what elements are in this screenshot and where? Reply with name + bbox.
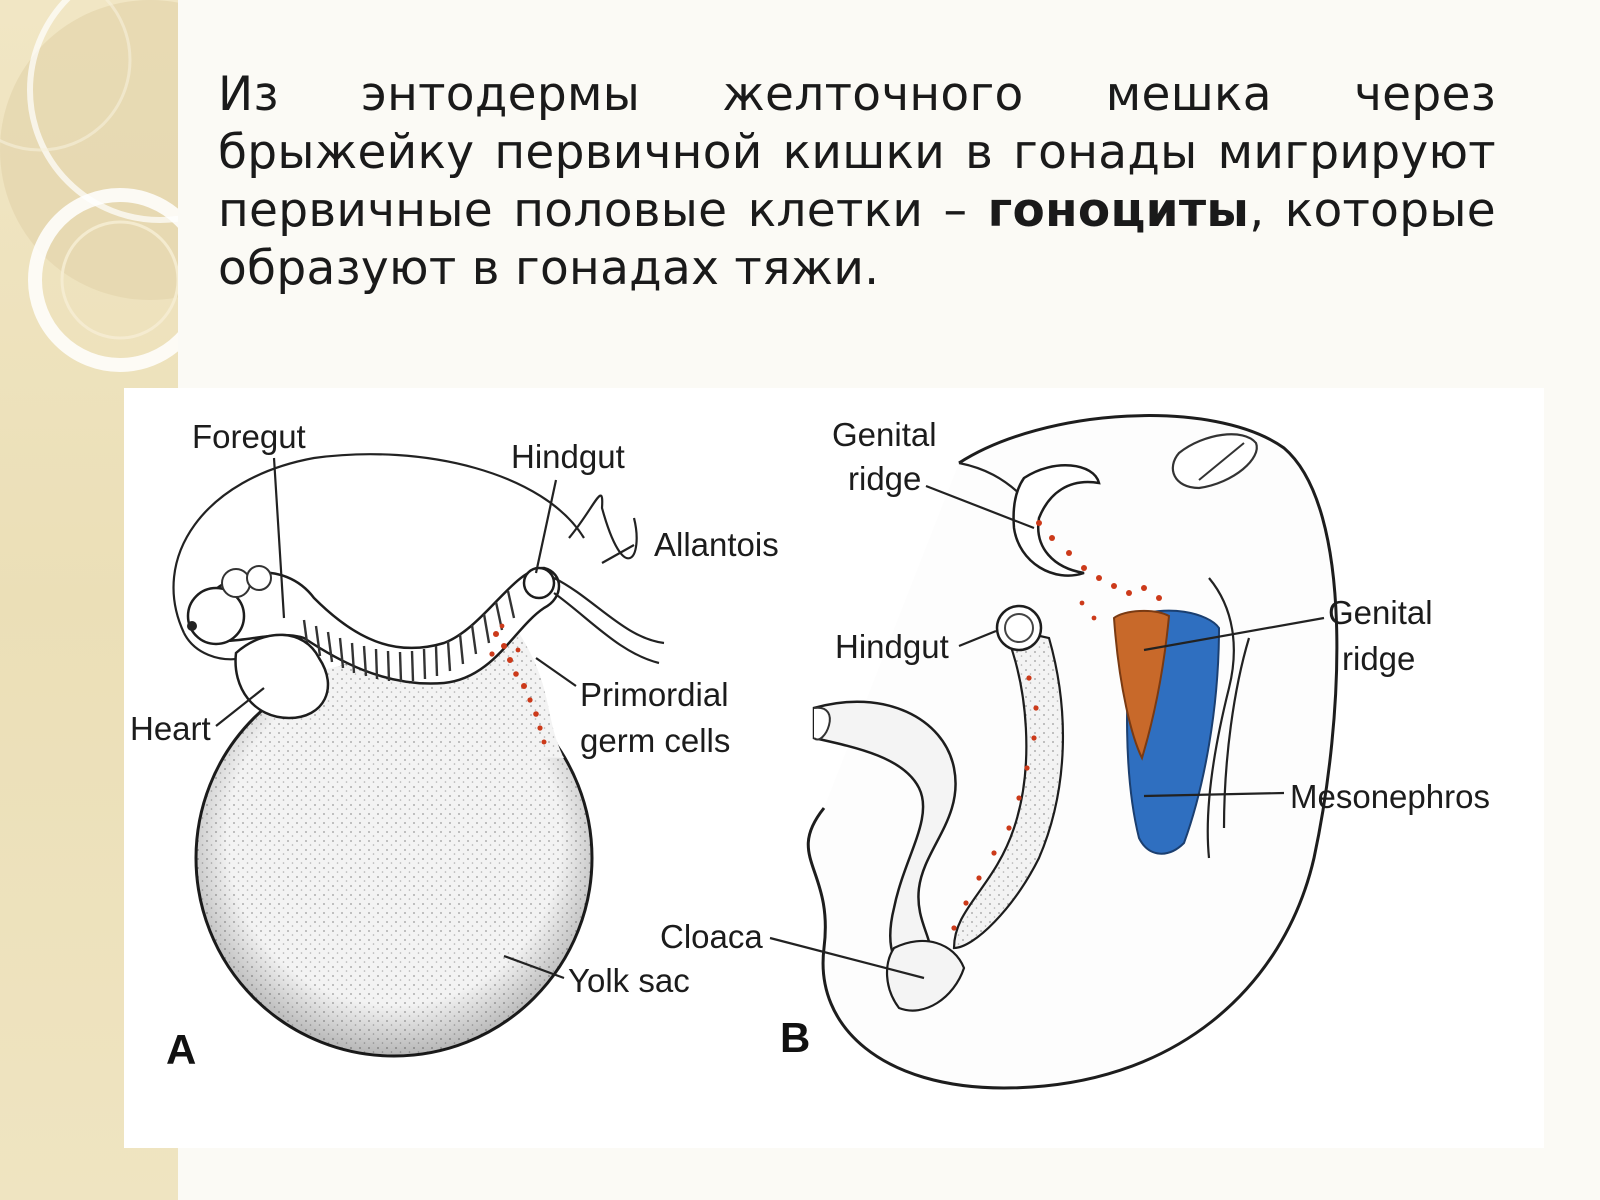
hindgut-ring xyxy=(522,566,556,600)
label-primordial-2: germ cells xyxy=(580,722,730,759)
somites xyxy=(302,590,516,683)
hindgut-ring-b xyxy=(995,604,1043,652)
label-hindgut-a: Hindgut xyxy=(511,438,625,475)
label-yolk-sac: Yolk sac xyxy=(568,962,690,999)
amnion-outline xyxy=(172,453,585,634)
embryo-diagram: Foregut Hindgut Allantois Primordial ger… xyxy=(130,414,1490,1090)
germ-cells-b xyxy=(951,520,1162,931)
panel-b: Genital ridge Hindgut Genital ridge Meso… xyxy=(660,414,1490,1090)
slide-text: Из энтодермы желточного мешка через брыж… xyxy=(218,66,1496,298)
label-allantois: Allantois xyxy=(654,526,779,563)
germ-cells-a xyxy=(489,623,547,745)
label-genital-ridge-top-2: ridge xyxy=(848,460,921,497)
embryo-figure: Foregut Hindgut Allantois Primordial ger… xyxy=(124,388,1544,1148)
embryo-b-outline xyxy=(806,414,1339,1090)
cloaca xyxy=(885,939,966,1012)
label-genital-ridge-right-2: ridge xyxy=(1342,640,1415,677)
label-genital-ridge-top-1: Genital xyxy=(832,416,937,453)
label-heart: Heart xyxy=(130,710,211,747)
panel-a: Foregut Hindgut Allantois Primordial ger… xyxy=(130,418,779,1073)
label-mesonephros: Mesonephros xyxy=(1290,778,1490,815)
heart xyxy=(234,633,330,720)
panel-letter-b: B xyxy=(780,1014,810,1061)
text-regular-part-1: Из энтодермы желточного мешка через брыж… xyxy=(218,67,1496,238)
panel-letter-a: A xyxy=(166,1026,196,1073)
label-primordial-1: Primordial xyxy=(580,676,729,713)
label-foregut: Foregut xyxy=(192,418,306,455)
text-regular-part-2: , которые образуют в гонадах тяжи. xyxy=(218,183,1496,296)
decorative-rings xyxy=(0,0,178,372)
text-bold-term: гоноциты xyxy=(987,183,1250,238)
label-cloaca: Cloaca xyxy=(660,918,763,955)
embryo-body xyxy=(197,566,561,685)
label-genital-ridge-right-1: Genital xyxy=(1328,594,1433,631)
label-hindgut-b: Hindgut xyxy=(835,628,949,665)
